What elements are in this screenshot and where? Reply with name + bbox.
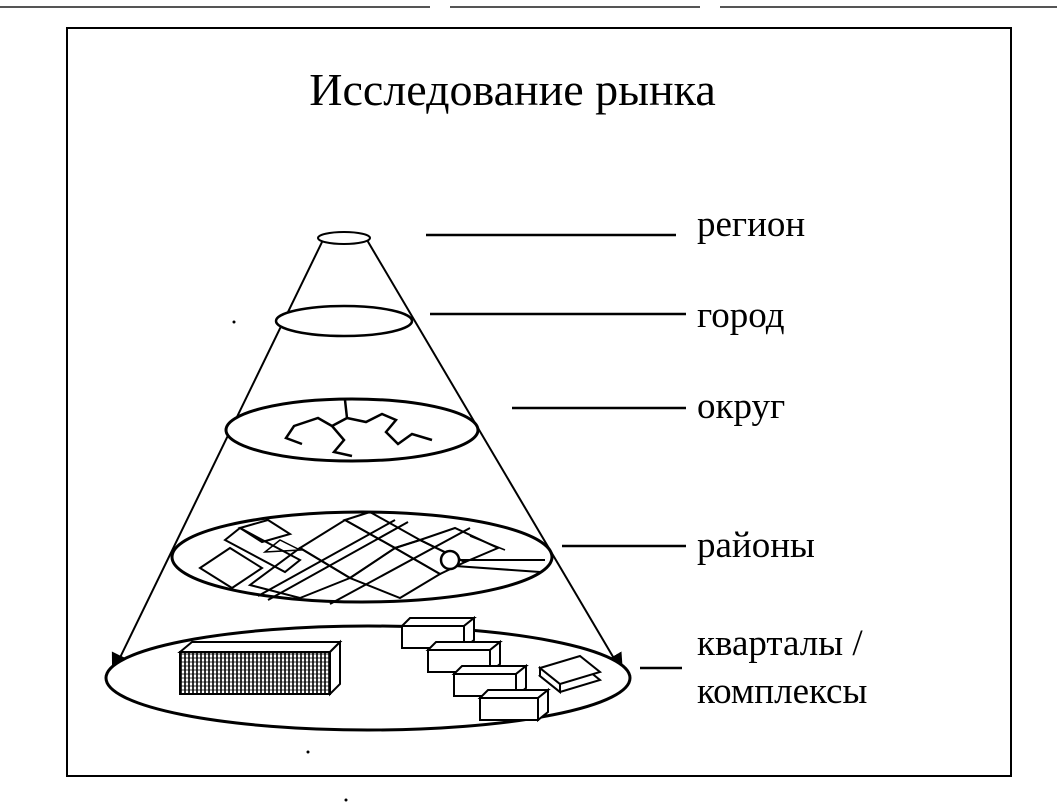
large-building-icon [177, 639, 343, 697]
level-label-okrug: округ [697, 386, 786, 427]
small-building-icon [399, 615, 477, 651]
cone-right-edge [366, 239, 624, 674]
scan-artifact-line [0, 6, 430, 8]
level-label-kvartaly-line-1: кварталы / [697, 623, 863, 664]
diagram-frame [66, 27, 1012, 777]
scan-speck [344, 798, 348, 802]
scan-artifact-line [720, 6, 1057, 8]
scan-speck [306, 750, 310, 754]
small-building-icon [537, 654, 603, 695]
level-city-ellipse [274, 304, 414, 338]
level-okrug-ellipse [224, 397, 480, 463]
small-building-icon [477, 687, 551, 723]
scan-artifact-line [450, 6, 700, 8]
level-rayony-ellipse [170, 510, 554, 605]
level-label-region: регион [697, 204, 806, 245]
diagram-title: Исследование рынка [309, 64, 716, 115]
scan-speck [232, 320, 236, 324]
level-label-rayony: районы [697, 525, 815, 566]
level-label-kvartaly-line-2: комплексы [697, 671, 868, 712]
level-label-city: город [697, 295, 785, 336]
level-region-ellipse [317, 231, 371, 245]
